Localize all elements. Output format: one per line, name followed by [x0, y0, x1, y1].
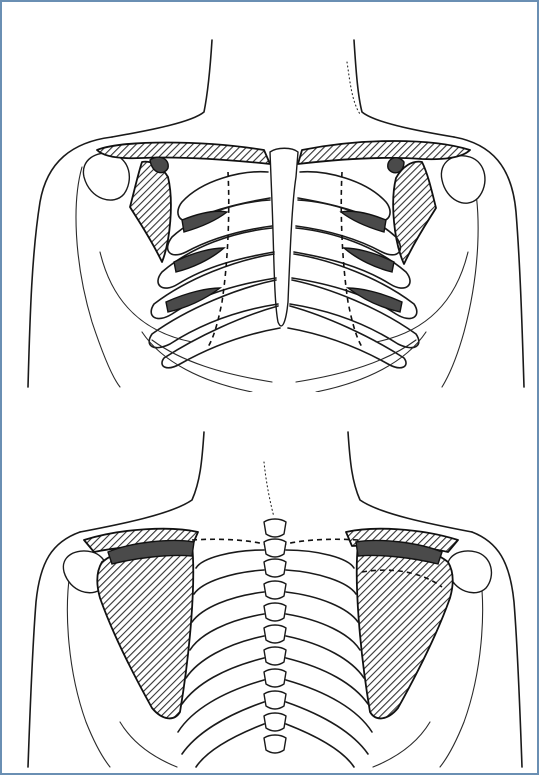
back-right-rib-1 — [286, 550, 354, 568]
vertebra-8 — [264, 669, 286, 687]
vertebral-column — [264, 519, 286, 753]
right-intercostal-1 — [341, 211, 386, 232]
left-scapula-projection-line — [208, 172, 229, 347]
back-left-projection-line — [192, 539, 272, 546]
left-lower-ribs — [142, 332, 252, 392]
right-coracoid — [388, 158, 404, 173]
left-intercostal-1 — [182, 211, 227, 232]
back-right-rib-6 — [286, 658, 368, 704]
posterior-view-svg — [2, 422, 537, 772]
back-left-rib-4 — [190, 614, 264, 650]
back-left-torso-contour — [120, 722, 177, 767]
back-left-rib-6 — [182, 658, 264, 704]
vertebra-9 — [264, 691, 286, 709]
left-intercostal-2 — [174, 248, 224, 272]
back-neck-shading — [264, 462, 274, 517]
left-costal-margin — [152, 340, 272, 382]
back-left-rib-1 — [196, 550, 264, 568]
back-right-scapula — [357, 543, 453, 719]
back-left-scapula — [97, 543, 193, 719]
left-humeral-head — [83, 153, 129, 200]
right-lower-ribs — [316, 332, 426, 392]
right-inner-arm — [442, 172, 478, 387]
vertebra-2 — [264, 539, 286, 557]
back-left-rib-8 — [182, 702, 264, 754]
left-rib-6 — [162, 306, 280, 368]
sternum — [270, 148, 298, 326]
back-right-humeral-head — [447, 551, 491, 593]
anterior-view-illustration — [2, 2, 537, 392]
vertebra-4 — [264, 581, 286, 599]
back-left-rib-3 — [192, 592, 264, 622]
vertebra-1 — [264, 519, 286, 537]
back-right-torso-contour — [373, 722, 430, 767]
back-right-rib-3 — [286, 592, 358, 622]
back-right-rib-4 — [286, 614, 360, 650]
vertebra-5 — [264, 603, 286, 621]
neck-right-outline — [354, 40, 454, 137]
back-left-rib-2 — [194, 570, 264, 594]
right-humeral-head — [441, 156, 485, 203]
back-neck-right — [348, 432, 472, 532]
back-right-projection-line — [278, 539, 358, 546]
vertebra-6 — [264, 625, 286, 643]
posterior-view-illustration — [2, 422, 537, 772]
back-right-rib-2 — [286, 570, 356, 594]
vertebra-11 — [264, 735, 286, 753]
vertebra-7 — [264, 647, 286, 665]
right-intercostal-2 — [344, 248, 394, 272]
anterior-view-svg — [2, 2, 537, 392]
right-clavicle — [298, 141, 470, 164]
vertebra-10 — [264, 713, 286, 731]
right-rib-6 — [288, 306, 406, 368]
back-neck-left — [80, 432, 204, 532]
back-right-rib-8 — [286, 702, 368, 754]
left-scapula-front — [130, 162, 171, 262]
neck-left-outline — [112, 40, 212, 137]
right-costal-margin — [296, 340, 416, 382]
vertebra-3 — [264, 559, 286, 577]
right-scapula-front — [393, 162, 436, 264]
